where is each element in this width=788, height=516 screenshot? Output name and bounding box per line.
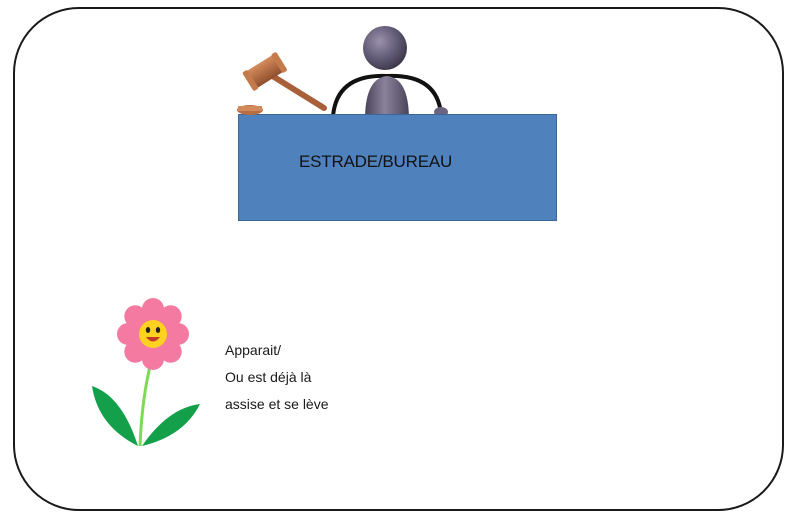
caption-line-3: assise et se lève — [225, 396, 329, 412]
judge-person-icon — [331, 26, 448, 120]
smiling-flower-icon — [92, 298, 200, 447]
desk-label: ESTRADE/BUREAU — [299, 152, 453, 171]
desk-podium: ESTRADE/BUREAU — [238, 114, 557, 221]
flower-caption: Apparait/ Ou est déjà là assise et se lè… — [225, 337, 329, 418]
gavel-icon — [237, 52, 327, 115]
caption-line-1: Apparait/ — [225, 342, 282, 358]
caption-line-2: Ou est déjà là — [225, 369, 312, 385]
